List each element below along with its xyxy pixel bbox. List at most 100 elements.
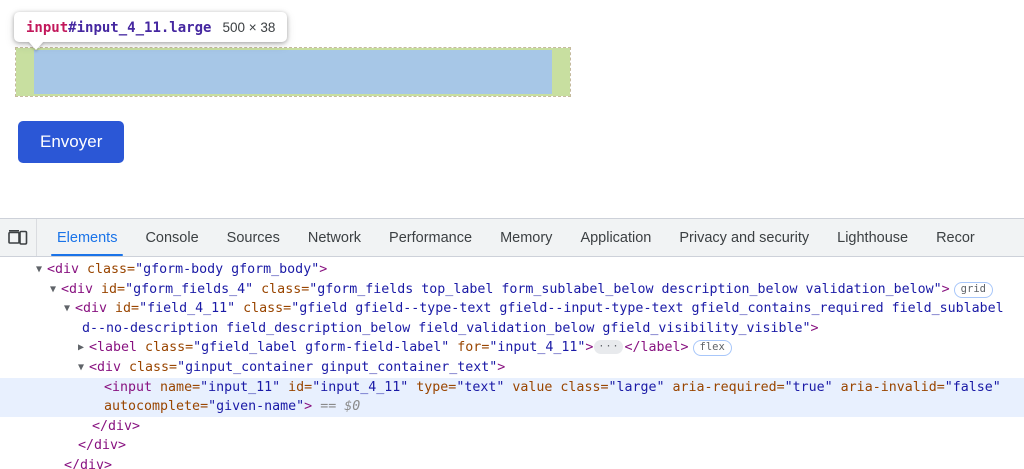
dom-attr-name: for= [457, 340, 490, 356]
dom-attr-value-cont: d--no-description field_description_belo… [82, 320, 811, 336]
dom-attr-value: "input_4_11" [312, 379, 409, 395]
dom-tag-close: > [319, 262, 328, 277]
tooltip-id-class-text: #input_4_11.large [68, 20, 212, 36]
dom-attr-name: class= [145, 340, 194, 356]
tab-lighthouse[interactable]: Lighthouse [823, 219, 922, 256]
tab-label: Network [307, 229, 362, 246]
collapse-triangle-icon[interactable]: ▶ [78, 342, 85, 354]
dom-node-gform-body[interactable]: ▼ <div class="gform-body gform_body"> [0, 260, 1024, 280]
dom-tag-open: <div [61, 281, 102, 297]
dom-attr-value: "gform-body gform_body" [135, 262, 320, 277]
dom-attr-name: aria-required= [672, 379, 785, 395]
tab-recorder[interactable]: Recor [922, 219, 989, 256]
dom-attr-name: class= [560, 379, 609, 395]
tab-performance[interactable]: Performance [375, 219, 486, 256]
dom-attr-value: "large" [608, 379, 665, 395]
dom-attr-name: name= [160, 379, 201, 395]
dom-tag-close: > [304, 399, 313, 415]
tab-console[interactable]: Console [131, 219, 212, 256]
tab-label: Memory [500, 229, 553, 246]
tab-label: Recor [936, 229, 975, 246]
dom-attr-name: class= [129, 359, 178, 375]
collapsed-content-ellipsis-icon[interactable]: ··· [594, 340, 624, 355]
devtools-tabbar: Elements Console Sources Network Perform… [0, 219, 1024, 257]
selected-node-marker: == $0 [320, 399, 361, 415]
tab-label: Performance [389, 229, 473, 246]
dom-tag-close: > [810, 320, 819, 336]
dom-node-input-selected-wrap[interactable]: autocomplete="given-name"> == $0 [0, 397, 1024, 417]
dom-attr-name: class= [87, 262, 136, 277]
dom-attr-name: id= [115, 301, 140, 317]
dom-tag-close: > [585, 340, 594, 356]
tab-privacy-and-security[interactable]: Privacy and security [665, 219, 823, 256]
expand-triangle-icon[interactable]: ▼ [36, 264, 43, 275]
element-highlight-content-box [34, 50, 552, 94]
tab-label: Application [580, 229, 652, 246]
page-viewport: input#input_4_11.large 500 × 38 Envoyer [0, 0, 1024, 218]
dom-node-label[interactable]: ▶ <label class="gfield_label gform-field-… [0, 338, 1024, 358]
tab-label: Privacy and security [679, 229, 810, 246]
dom-node-ginput-container[interactable]: ▼ <div class="ginput_container ginput_con… [0, 358, 1024, 378]
dom-tag-close: > [941, 281, 950, 297]
dom-attr-value: "true" [784, 379, 833, 395]
dom-tag-open: <label [89, 340, 146, 356]
dom-tag-open: <div [89, 359, 130, 375]
device-toolbar-icon[interactable] [0, 219, 37, 256]
dom-attr-name: type= [416, 379, 457, 395]
grid-badge[interactable]: grid [953, 281, 993, 298]
tab-sources[interactable]: Sources [213, 219, 294, 256]
dom-attr-name: value [512, 379, 553, 395]
dom-attr-value: "gform_fields top_label form_sublabel_be… [309, 281, 942, 297]
dom-attr-value: "gfield_label gform-field-label" [193, 340, 450, 356]
dom-attr-value: "text" [456, 379, 505, 395]
dom-attr-value: "gform_fields_4" [125, 281, 254, 297]
dom-attr-name: id= [288, 379, 313, 395]
dom-attr-name: class= [243, 301, 292, 317]
dom-attr-value: "input_4_11" [489, 340, 586, 356]
dom-attr-value: "given-name" [208, 399, 305, 415]
tab-application[interactable]: Application [566, 219, 665, 256]
dom-node-field-4-11-wrap[interactable]: d--no-description field_description_belo… [0, 319, 1024, 339]
dom-attr-name: id= [101, 281, 126, 297]
expand-triangle-icon[interactable]: ▼ [64, 303, 71, 315]
dom-node-field-4-11[interactable]: ▼<div id="field_4_11" class="gfield gfie… [0, 299, 1024, 319]
expand-triangle-icon[interactable]: ▼ [50, 283, 57, 295]
dom-tag-close: > [497, 359, 506, 375]
devtools-tab-list: Elements Console Sources Network Perform… [37, 219, 989, 256]
dom-attr-value: "gfield gfield--type-text gfield--input-… [291, 301, 1004, 317]
dom-tag-open: <div [47, 262, 88, 277]
tab-label: Sources [226, 229, 280, 246]
dom-tag-close: </div> [78, 438, 127, 454]
dom-attr-name: class= [261, 281, 310, 297]
dom-tag-open: <input [104, 379, 161, 395]
tooltip-tag-text: input [26, 20, 69, 36]
dom-close-tag-2[interactable]: </div> [0, 436, 1024, 456]
dom-attr-name: aria-invalid= [840, 379, 945, 395]
dom-node-input-selected[interactable]: <input name="input_11" id="input_4_11" t… [0, 377, 1024, 398]
dom-node-gform-fields-4[interactable]: ▼ <div id="gform_fields_4" class="gform_f… [0, 280, 1024, 300]
tab-label: Lighthouse [837, 229, 909, 246]
tab-elements[interactable]: Elements [43, 219, 131, 256]
tab-network[interactable]: Network [294, 219, 375, 256]
dom-tree[interactable]: ▼<div class="gform-body gform_body"> ▼<d… [0, 257, 1024, 469]
flex-badge[interactable]: flex [692, 340, 732, 357]
tab-label: Elements [57, 229, 118, 246]
dom-close-tag-1[interactable]: </div> [0, 417, 1024, 437]
dom-attr-name: autocomplete= [104, 399, 209, 415]
tooltip-tag-name: input#input_4_11.large [26, 17, 211, 36]
tooltip-dimensions: 500 × 38 [222, 20, 276, 35]
element-highlight-overlay [15, 47, 571, 97]
dom-close-tag-3[interactable]: </div> [0, 456, 1024, 469]
dom-attr-value: "ginput_container ginput_container_text" [177, 359, 498, 375]
dom-tag-close: </div> [92, 418, 141, 434]
dom-attr-value: "field_4_11" [139, 301, 236, 317]
dom-attr-value: "false" [944, 379, 1001, 395]
dom-attr-value: "input_11" [200, 379, 281, 395]
expand-triangle-icon[interactable]: ▼ [78, 361, 85, 373]
devtools-panel: Elements Console Sources Network Perform… [0, 218, 1024, 469]
tab-label: Console [145, 229, 199, 246]
dom-tag-close: </div> [64, 457, 113, 469]
submit-button[interactable]: Envoyer [18, 121, 125, 163]
tab-memory[interactable]: Memory [486, 219, 566, 256]
